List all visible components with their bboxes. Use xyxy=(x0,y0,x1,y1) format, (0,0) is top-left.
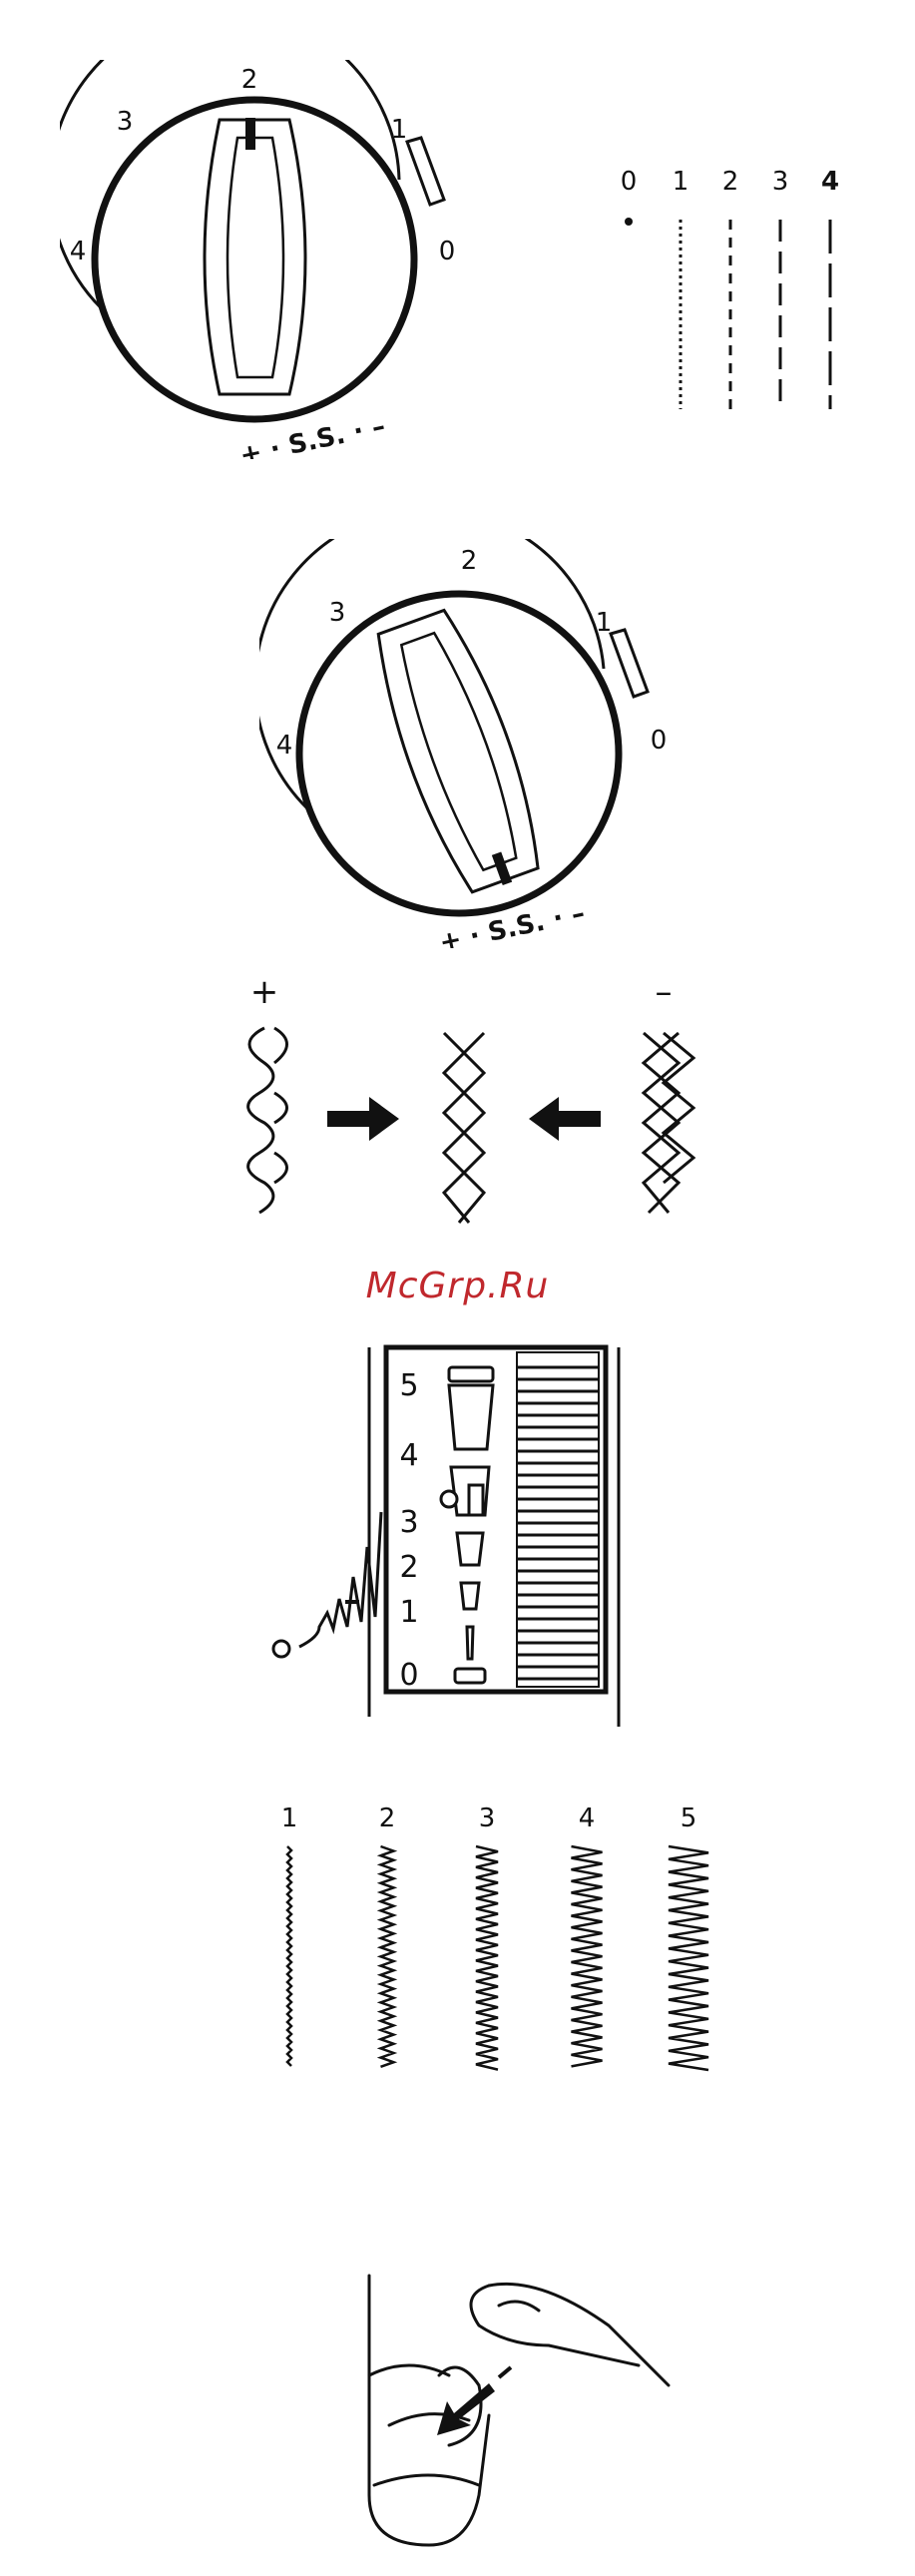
dial2-number-1: 1 xyxy=(596,608,613,638)
width-symbols xyxy=(429,1477,509,1537)
dial-number-4: 4 xyxy=(70,237,87,266)
zigzag-width-chart: 1 2 3 4 5 xyxy=(269,1797,728,2076)
dial-grip xyxy=(205,120,305,394)
stitch-balance-figure: + – xyxy=(220,963,738,1253)
length-label-4: 4 xyxy=(821,167,839,197)
stitch-balanced xyxy=(444,1033,484,1223)
zigzag-sample-3 xyxy=(476,1846,498,2070)
zigzag-sample-1 xyxy=(287,1846,291,2066)
stitch-length-dial-figure: 2 3 1 4 0 + · S.S. · – xyxy=(60,60,479,459)
dial-number-0: 0 xyxy=(439,237,456,266)
length-dot-0 xyxy=(625,218,633,226)
zigzag-label-3: 3 xyxy=(479,1803,496,1833)
length-label-2: 2 xyxy=(722,167,739,197)
length-label-0: 0 xyxy=(621,167,638,197)
zigzag-label-5: 5 xyxy=(681,1803,697,1833)
arrow-right-icon xyxy=(327,1097,399,1141)
stitch-width-figure: 5 4 3 2 1 0 xyxy=(259,1337,659,1737)
width-number-0: 0 xyxy=(399,1658,418,1693)
dial2-number-0: 0 xyxy=(651,726,668,756)
width-number-1: 1 xyxy=(399,1595,418,1630)
balance-plus-label: + xyxy=(250,972,279,1012)
zigzag-sample-5 xyxy=(669,1846,708,2070)
stitch-loose xyxy=(248,1028,273,1213)
width-min-symbol-icon xyxy=(273,1641,289,1657)
dial-number-1: 1 xyxy=(391,115,408,145)
length-label-1: 1 xyxy=(673,167,689,197)
zigzag-sample-4 xyxy=(572,1846,603,2066)
zigzag-sample-2 xyxy=(381,1846,394,2067)
width-number-4: 4 xyxy=(399,1438,418,1473)
stitch-length-chart: 0 1 2 3 4 xyxy=(599,160,858,429)
dial2-number-4: 4 xyxy=(276,731,293,761)
stretch-stitch-dial-figure: 2 3 1 4 0 + · S.S. · – xyxy=(259,539,679,948)
width-number-3: 3 xyxy=(399,1505,418,1540)
dial-number-3: 3 xyxy=(117,107,134,137)
dial2-number-2: 2 xyxy=(461,546,478,576)
dial-number-2: 2 xyxy=(241,65,258,95)
balance-minus-label: – xyxy=(656,972,673,1012)
zigzag-label-4: 4 xyxy=(579,1803,596,1833)
dial2-number-3: 3 xyxy=(329,598,346,628)
zigzag-label-1: 1 xyxy=(281,1803,298,1833)
width-number-5: 5 xyxy=(399,1368,418,1403)
dial-indicator xyxy=(245,118,255,150)
zigzag-label-2: 2 xyxy=(379,1803,396,1833)
finger-outline xyxy=(471,2286,639,2365)
finger-press-figure xyxy=(339,2236,679,2555)
length-label-3: 3 xyxy=(772,167,789,197)
stitch-tight xyxy=(644,1033,693,1213)
dial2-bracket xyxy=(611,630,648,697)
dial-bracket xyxy=(407,138,444,205)
arrow-left-icon xyxy=(529,1097,601,1141)
thumb-outline xyxy=(369,2276,489,2545)
width-number-2: 2 xyxy=(399,1550,418,1585)
watermark-text: McGrp.Ru xyxy=(0,1266,915,1306)
